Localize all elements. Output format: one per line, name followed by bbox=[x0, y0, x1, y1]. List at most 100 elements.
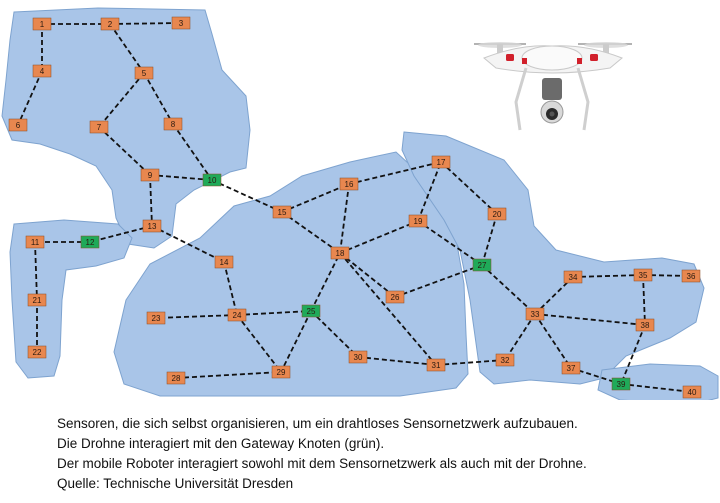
node-box bbox=[681, 269, 701, 283]
caption-source: Quelle: Technische Universität Dresden bbox=[57, 476, 294, 491]
node-label: 16 bbox=[345, 180, 354, 189]
node-label: 19 bbox=[414, 217, 423, 226]
link-32-31 bbox=[435, 359, 506, 366]
node-box bbox=[100, 17, 120, 31]
sensor-node-37: 37 bbox=[561, 361, 581, 375]
sensor-node-13: 13 bbox=[142, 219, 162, 233]
sensor-node-38: 38 bbox=[635, 318, 655, 332]
sensor-node-2: 2 bbox=[100, 17, 120, 31]
node-label: 2 bbox=[108, 20, 113, 29]
node-box bbox=[214, 255, 234, 269]
sensor-node-8: 8 bbox=[163, 117, 183, 131]
node-label: 11 bbox=[31, 238, 40, 247]
link-18-31 bbox=[339, 252, 437, 366]
node-box bbox=[25, 235, 45, 249]
node-label: 29 bbox=[277, 368, 286, 377]
node-box bbox=[525, 307, 545, 321]
sensor-node-15: 15 bbox=[272, 205, 292, 219]
link-20-27 bbox=[481, 213, 498, 266]
node-label: 23 bbox=[152, 314, 161, 323]
node-box bbox=[682, 385, 702, 399]
link-15-18 bbox=[281, 211, 341, 254]
node-label: 17 bbox=[437, 158, 446, 167]
region-top-left bbox=[1, 7, 251, 249]
node-label: 10 bbox=[208, 176, 217, 185]
node-box bbox=[301, 304, 321, 318]
node-label: 7 bbox=[97, 123, 102, 132]
node-label: 28 bbox=[172, 374, 181, 383]
node-box bbox=[563, 270, 583, 284]
node-box bbox=[495, 353, 515, 367]
node-label: 38 bbox=[641, 321, 650, 330]
sensor-node-5: 5 bbox=[134, 66, 154, 80]
sensor-node-3: 3 bbox=[171, 16, 191, 30]
link-33-32 bbox=[504, 313, 536, 361]
node-box bbox=[171, 16, 191, 30]
link-13-14 bbox=[151, 225, 225, 263]
sensor-node-19: 19 bbox=[408, 214, 428, 228]
node-label: 4 bbox=[40, 67, 45, 76]
sensor-node-4: 4 bbox=[32, 64, 52, 78]
node-box bbox=[339, 177, 359, 191]
sensor-node-26: 26 bbox=[385, 290, 405, 304]
node-label: 31 bbox=[432, 361, 441, 370]
node-label: 40 bbox=[688, 388, 697, 397]
sensor-node-18: 18 bbox=[330, 246, 350, 260]
gateway-node-12: 12 bbox=[80, 235, 100, 249]
node-label: 14 bbox=[220, 258, 229, 267]
node-label: 30 bbox=[354, 353, 363, 362]
node-box bbox=[385, 290, 405, 304]
node-label: 36 bbox=[687, 272, 696, 281]
node-box bbox=[561, 361, 581, 375]
node-box bbox=[330, 246, 350, 260]
sensor-node-16: 16 bbox=[339, 177, 359, 191]
link-19-17 bbox=[417, 161, 442, 222]
link-9-13 bbox=[149, 174, 153, 227]
node-label: 33 bbox=[531, 310, 540, 319]
node-label: 8 bbox=[171, 120, 176, 129]
link-28-29 bbox=[175, 371, 282, 379]
node-box bbox=[27, 293, 47, 307]
node-label: 21 bbox=[33, 296, 42, 305]
sensor-node-11: 11 bbox=[25, 235, 45, 249]
link-35-38 bbox=[642, 274, 646, 326]
link-8-10 bbox=[172, 123, 213, 181]
node-label: 25 bbox=[307, 307, 316, 316]
node-label: 32 bbox=[501, 356, 510, 365]
caption: Sensoren, die sich selbst organisieren, … bbox=[57, 414, 717, 494]
node-label: 35 bbox=[639, 271, 648, 280]
link-16-18 bbox=[339, 183, 350, 254]
link-30-31 bbox=[357, 356, 437, 366]
link-34-35 bbox=[572, 274, 644, 278]
node-box bbox=[272, 205, 292, 219]
gateway-node-27: 27 bbox=[472, 258, 492, 272]
sensor-node-7: 7 bbox=[89, 120, 109, 134]
link-4-6 bbox=[17, 70, 43, 126]
caption-line-2: Die Drohne interagiert mit den Gateway K… bbox=[57, 436, 385, 451]
sensor-node-14: 14 bbox=[214, 255, 234, 269]
link-24-29 bbox=[236, 314, 282, 373]
node-label: 13 bbox=[148, 222, 157, 231]
link-39-40 bbox=[620, 383, 693, 393]
link-25-29 bbox=[280, 310, 312, 373]
link-24-25 bbox=[236, 310, 312, 316]
link-25-30 bbox=[310, 310, 359, 358]
node-box bbox=[426, 358, 446, 372]
node-box bbox=[89, 120, 109, 134]
link-2-3 bbox=[109, 22, 182, 25]
gateway-node-39: 39 bbox=[611, 377, 631, 391]
node-box bbox=[271, 365, 291, 379]
sensor-node-21: 21 bbox=[27, 293, 47, 307]
sensor-node-22: 22 bbox=[27, 345, 47, 359]
link-10-15 bbox=[211, 179, 283, 213]
link-25-18 bbox=[310, 252, 341, 312]
region-left-strip bbox=[9, 219, 133, 379]
sensor-node-17: 17 bbox=[431, 155, 451, 169]
node-label: 27 bbox=[478, 261, 487, 270]
node-box bbox=[227, 308, 247, 322]
caption-line-1: Sensoren, die sich selbst organisieren, … bbox=[57, 416, 578, 431]
link-14-24 bbox=[223, 261, 238, 316]
sensor-node-40: 40 bbox=[682, 385, 702, 399]
sensor-node-32: 32 bbox=[495, 353, 515, 367]
